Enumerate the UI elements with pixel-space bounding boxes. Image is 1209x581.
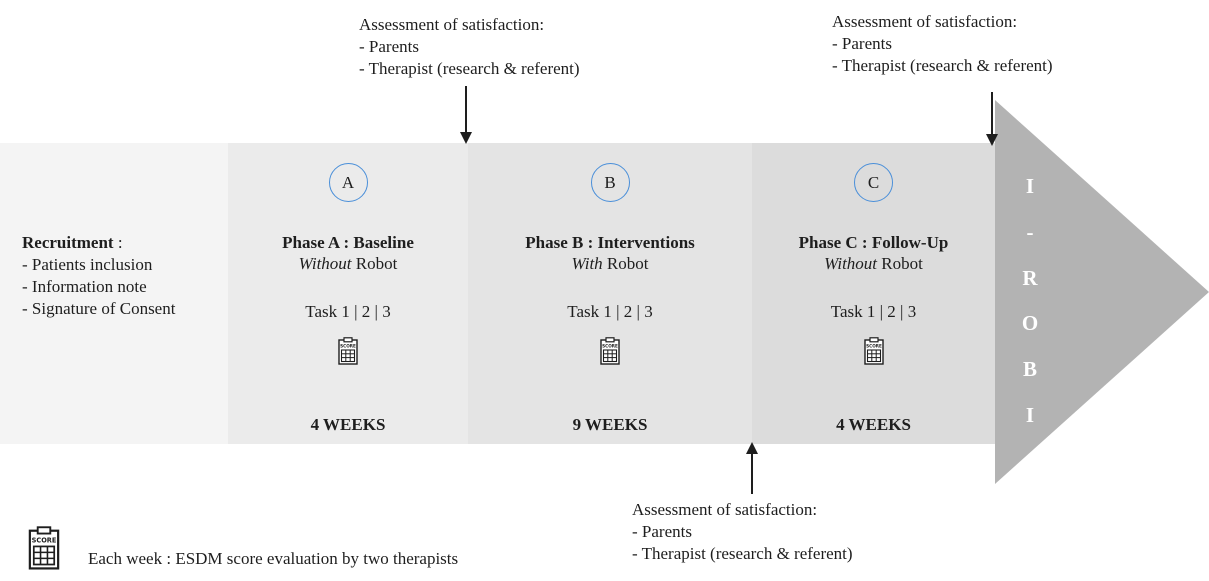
assessment-note-end: Assessment of satisfaction: - Parents - …	[832, 11, 1053, 77]
phase-c: C Phase C : Follow-Up Without Robot Task…	[752, 163, 995, 443]
score-sheet-icon: SCORE	[28, 526, 60, 570]
svg-text:SCORE: SCORE	[340, 344, 356, 349]
irobi-letter: -	[1026, 219, 1034, 244]
assessment-item: - Parents	[832, 34, 892, 53]
recruitment-item: - Signature of Consent	[22, 299, 176, 318]
irobi-letter: B	[1022, 357, 1037, 382]
score-sheet-icon: SCORE	[600, 337, 620, 365]
assessment-item: - Parents	[632, 522, 692, 541]
up-arrow-icon	[745, 442, 759, 494]
recruitment-item: - Patients inclusion	[22, 255, 153, 274]
score-sheet-icon: SCORE	[863, 337, 884, 365]
phase-condition-emphasis: With	[571, 254, 603, 273]
assessment-note-before-phase-b: Assessment of satisfaction: - Parents - …	[359, 14, 580, 80]
legend-text: Each week : ESDM score evaluation by two…	[88, 549, 459, 568]
recruitment-title-suffix: :	[113, 233, 123, 252]
irobi-vertical-label: I - R O B I	[1010, 176, 1050, 426]
phase-title: Phase A : Baseline	[282, 233, 414, 252]
irobi-letter: I	[1025, 402, 1035, 427]
irobi-letter: I	[1025, 174, 1035, 198]
legend: SCORE Each week : ESDM score evaluation …	[28, 526, 458, 570]
recruitment-block: Recruitment : - Patients inclusion - Inf…	[22, 232, 175, 320]
phase-letter-badge: A	[328, 163, 368, 202]
svg-text:SCORE: SCORE	[866, 344, 882, 349]
svg-text:SCORE: SCORE	[32, 537, 57, 545]
recruitment-heading: Recruitment :	[22, 232, 175, 254]
assessment-title: Assessment of satisfaction:	[359, 15, 545, 34]
down-arrow-icon	[985, 92, 999, 146]
assessment-item: - Therapist (research & referent)	[359, 59, 580, 78]
recruitment-title: Recruitment	[22, 233, 114, 252]
phase-condition: Without Robot	[228, 253, 468, 275]
assessment-item: - Therapist (research & referent)	[632, 544, 853, 563]
phase-tasks: Task 1 | 2 | 3	[830, 302, 917, 321]
phase-condition: With Robot	[468, 253, 752, 275]
irobi-letter: O	[1021, 311, 1039, 336]
phase-b: B Phase B : Interventions With Robot Tas…	[468, 163, 752, 443]
score-sheet-icon: SCORE	[338, 337, 358, 365]
phase-condition-emphasis: Without	[824, 254, 878, 273]
phase-duration: 9 WEEKS	[572, 415, 648, 434]
assessment-title: Assessment of satisfaction:	[632, 500, 818, 519]
phase-letter-badge: C	[854, 163, 893, 202]
phase-tasks: Task 1 | 2 | 3	[305, 302, 391, 321]
irobi-letter: R	[1022, 265, 1038, 290]
assessment-item: - Parents	[359, 37, 419, 56]
assessment-title: Assessment of satisfaction:	[832, 12, 1018, 31]
svg-text:SCORE: SCORE	[602, 344, 618, 349]
assessment-item: - Therapist (research & referent)	[832, 56, 1053, 75]
phase-condition-emphasis: Without	[298, 254, 352, 273]
phase-tasks: Task 1 | 2 | 3	[567, 302, 653, 321]
down-arrow-icon	[459, 86, 473, 144]
recruitment-item: - Information note	[22, 277, 147, 296]
phase-condition-rest: Robot	[877, 254, 923, 273]
recruitment-band	[0, 143, 228, 444]
phase-duration: 4 WEEKS	[310, 415, 386, 434]
phase-duration: 4 WEEKS	[836, 415, 911, 434]
timeline-arrowhead	[995, 100, 1209, 484]
phase-condition-rest: Robot	[351, 254, 398, 273]
assessment-note-before-phase-c: Assessment of satisfaction: - Parents - …	[632, 499, 853, 565]
phase-condition-rest: Robot	[602, 254, 649, 273]
phase-letter-badge: B	[590, 163, 630, 202]
phase-condition: Without Robot	[752, 253, 995, 275]
phase-title: Phase C : Follow-Up	[798, 233, 949, 252]
phase-a: A Phase A : Baseline Without Robot Task …	[228, 163, 468, 443]
phase-title: Phase B : Interventions	[525, 233, 695, 252]
